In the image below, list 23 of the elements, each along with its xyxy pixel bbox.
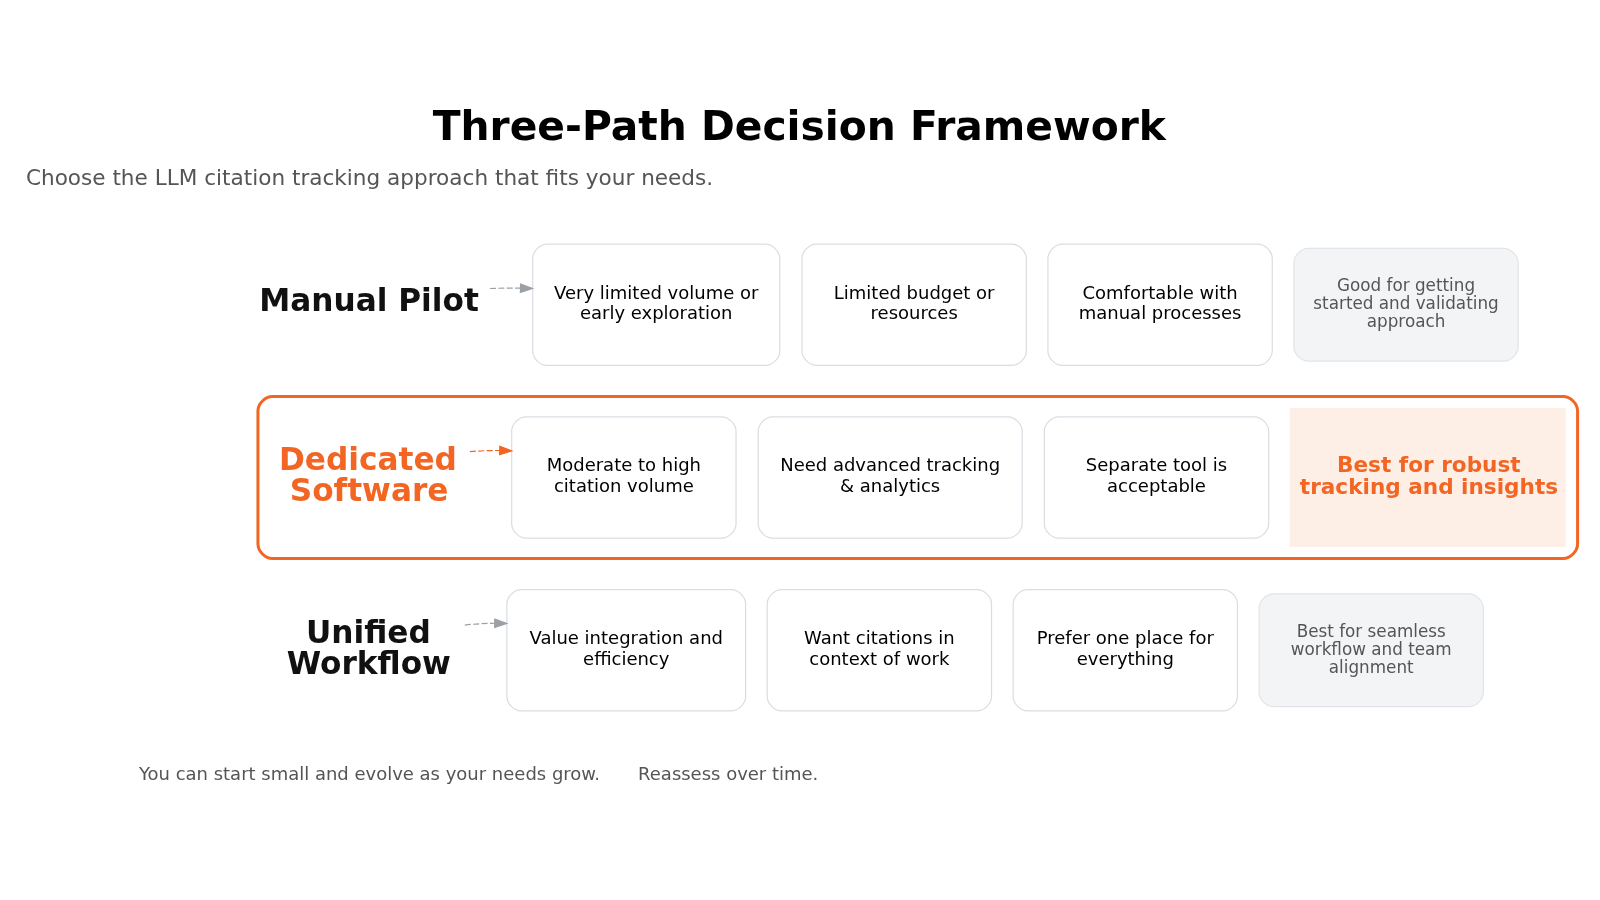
node-box: Want citations in context of work [766, 588, 992, 711]
node-box: Moderate to high citation volume [510, 415, 737, 539]
cluster [255, 394, 1579, 560]
node-box: Separate tool is acceptable [1043, 415, 1269, 539]
node-box: Comfortable with manual processes [1046, 243, 1273, 366]
node-box: Limited budget or resources [800, 243, 1027, 366]
node-text: Unified Workflow [286, 613, 451, 681]
arrow [468, 444, 513, 456]
arrow [488, 282, 534, 293]
node-box: Best for robust tracking and insights [1289, 407, 1566, 547]
arrow [463, 617, 509, 628]
node-box: Value integration and efficiency [505, 588, 746, 711]
node-box: Need advanced tracking & analytics [757, 415, 1023, 539]
node-box: Good for getting started and validating approach [1292, 247, 1519, 362]
label: Reassess over time. [637, 762, 818, 784]
diagram-title: Three-Path Decision Framework [432, 101, 1166, 150]
node-box: Very limited volume or early exploration [531, 243, 780, 366]
node-text: Manual Pilot [258, 281, 479, 318]
node-box: Best for seamless workflow and team alignment [1257, 592, 1484, 707]
label: You can start small and evolve as your needs grow. [138, 762, 600, 784]
node-text: Dedicated Software [278, 440, 457, 508]
node-box: Prefer one place for everything [1012, 588, 1238, 711]
label: Choose the LLM citation tracking approach that fits your needs. [25, 164, 713, 190]
